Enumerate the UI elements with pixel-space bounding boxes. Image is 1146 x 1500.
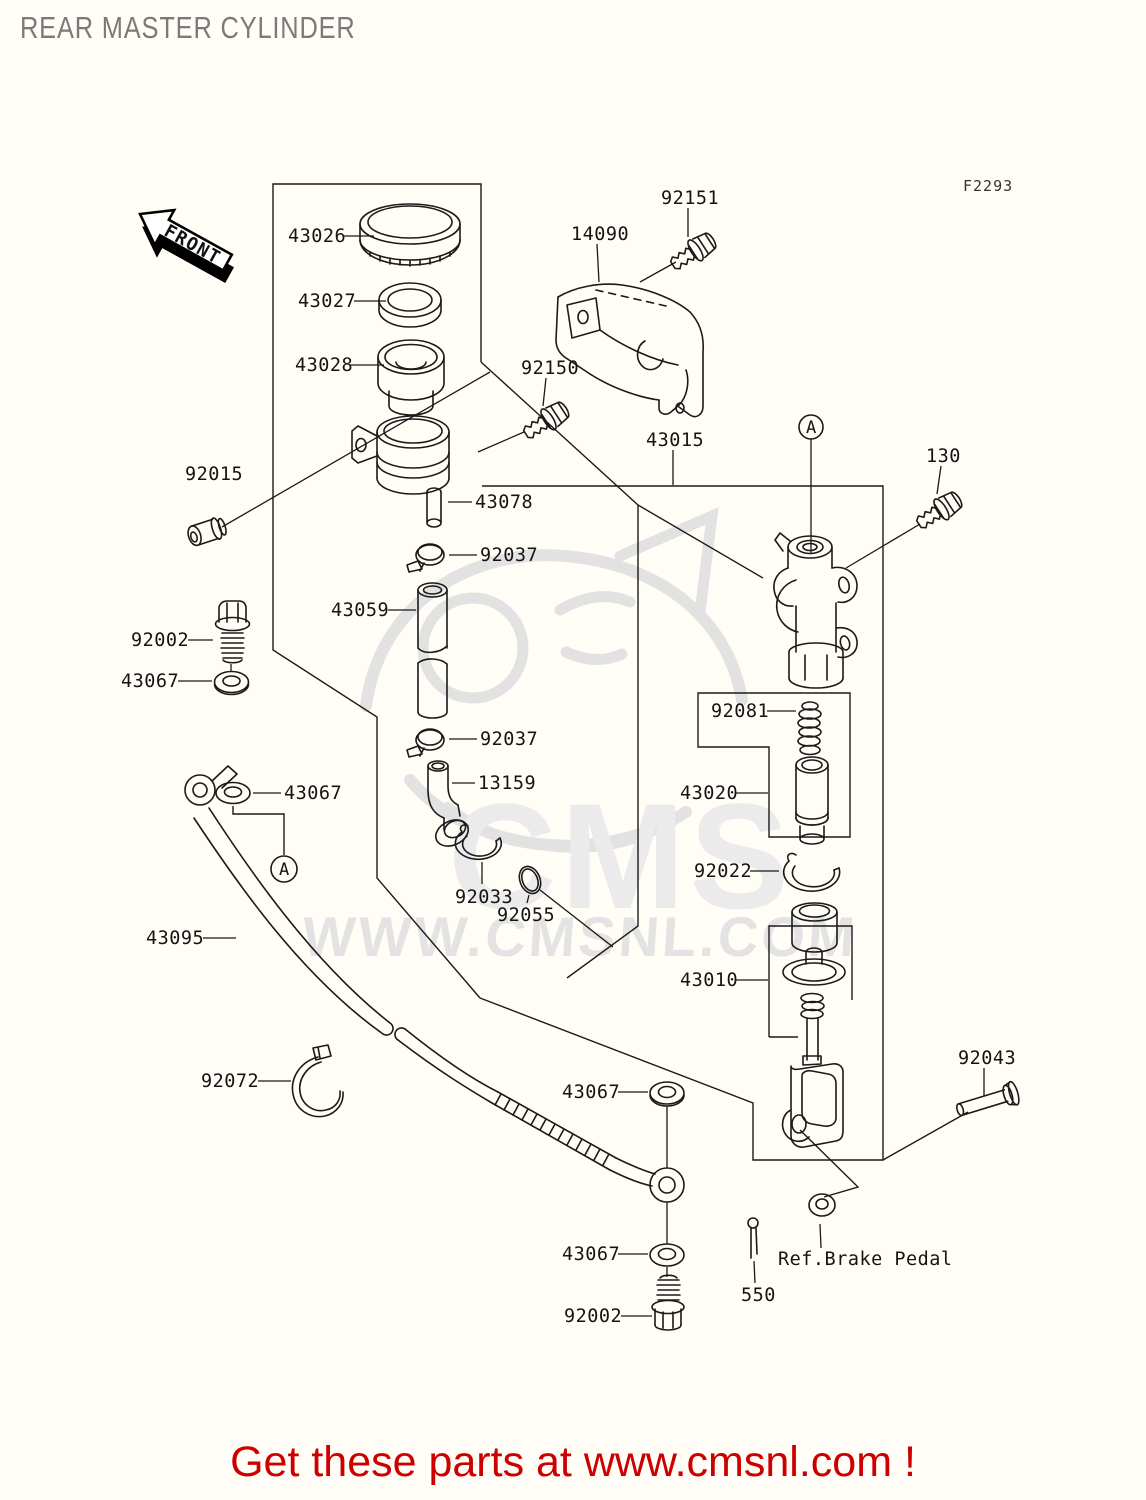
part-drawing-43067-washer-lower-top (649, 1081, 685, 1107)
part-label: 43067 (121, 671, 179, 692)
part-label: 43095 (146, 928, 204, 949)
part-drawing-43026-cap (359, 203, 461, 267)
part-drawing-92033-circlip (454, 824, 503, 861)
detail-marker-label: A (279, 860, 289, 880)
watermark-url-text: WWW.CMSNL.COM (300, 905, 860, 968)
part-label: 92037 (480, 545, 538, 566)
part-label: 14090 (571, 224, 629, 245)
part-label: 43028 (295, 355, 353, 376)
part-label: 92002 (564, 1306, 622, 1327)
cmsnl-watermark: CMS WWW.CMSNL.COM (300, 507, 860, 968)
part-drawing-43078-reservoir (351, 415, 450, 528)
part-drawing-43010-pushrod (781, 902, 846, 1148)
part-drawing-43067-washer-banjo-top (215, 781, 251, 805)
part-label: 92150 (521, 358, 579, 379)
watermark-cms-text: CMS (448, 772, 793, 940)
part-label: 43027 (298, 291, 356, 312)
part-drawing-43067-washer-lower-bottom (649, 1243, 685, 1267)
part-label: 92043 (958, 1048, 1016, 1069)
part-drawing-43015-master-cylinder (773, 532, 858, 689)
part-drawing-92037-clamp-lower (406, 728, 445, 758)
part-drawing-14090-cover (555, 283, 705, 418)
front-arrow: FRONT (138, 208, 234, 283)
part-label: 43059 (331, 600, 389, 621)
part-drawing-92072-clamp (291, 1044, 344, 1118)
part-label: 550 (741, 1285, 776, 1306)
part-drawing-92081-spring (797, 701, 822, 756)
part-drawing-43020-piston (795, 756, 829, 845)
part-label: 92072 (201, 1071, 259, 1092)
part-drawing-43095-hose (184, 765, 685, 1203)
part-label: 92037 (480, 729, 538, 750)
part-label: 92033 (455, 887, 513, 908)
page-title: REAR MASTER CYLINDER (20, 10, 356, 45)
part-drawing-43027-plate (378, 282, 442, 328)
part-label: 43026 (288, 226, 346, 247)
part-drawing-92002-bolt-upper (214, 600, 251, 664)
figure-code: F2293 (963, 177, 1013, 195)
detail-marker-label: A (806, 418, 816, 438)
part-drawing-92022-circlip (782, 852, 841, 892)
part-label: 43067 (562, 1244, 620, 1265)
part-label: 43020 (680, 783, 738, 804)
part-drawing-92015-bushing (187, 517, 227, 547)
part-drawing-brake-pedal-washer (808, 1193, 836, 1217)
part-label: 130 (926, 446, 961, 467)
assembly-group-lines (232, 183, 969, 1198)
detail-marker-a-right: A (798, 414, 824, 440)
part-label: 92002 (131, 630, 189, 651)
leader-lines (178, 208, 985, 1317)
part-label: 43078 (475, 492, 533, 513)
part-drawing-92151-bolt (669, 232, 717, 270)
part-drawing-43067-washer-upper (213, 670, 250, 696)
part-drawing-92150-bolt (522, 401, 570, 439)
part-drawing-92002-bolt-lower (651, 1274, 685, 1331)
part-drawing-43028-diaphragm (377, 339, 445, 416)
part-label: 43010 (680, 970, 738, 991)
footer-cta-link[interactable]: Get these parts at www.cmsnl.com ! (230, 1438, 916, 1486)
part-label: 92055 (497, 905, 555, 926)
part-label: 92081 (711, 701, 769, 722)
part-labels: 43026 43027 43028 92151 14090 92150 4301… (121, 188, 1016, 1327)
part-label: 92022 (694, 861, 752, 882)
part-drawing-92043-pin (955, 1080, 1020, 1117)
part-drawing-92055-oring (518, 865, 542, 895)
part-drawing-92037-clamp-upper (406, 543, 445, 573)
part-label: 43067 (284, 783, 342, 804)
part-label: 13159 (478, 773, 536, 794)
part-label: 43067 (562, 1082, 620, 1103)
part-label-ref-brake-pedal: Ref.Brake Pedal (778, 1249, 953, 1270)
part-label: 43015 (646, 430, 704, 451)
part-drawing-550-cotter-pin (747, 1217, 759, 1259)
part-label: 92015 (185, 464, 243, 485)
detail-marker-a-left: A (270, 855, 298, 883)
part-drawing-130-bolt (915, 491, 963, 529)
part-drawing-43059-hose (417, 582, 448, 719)
part-label: 92151 (661, 188, 719, 209)
